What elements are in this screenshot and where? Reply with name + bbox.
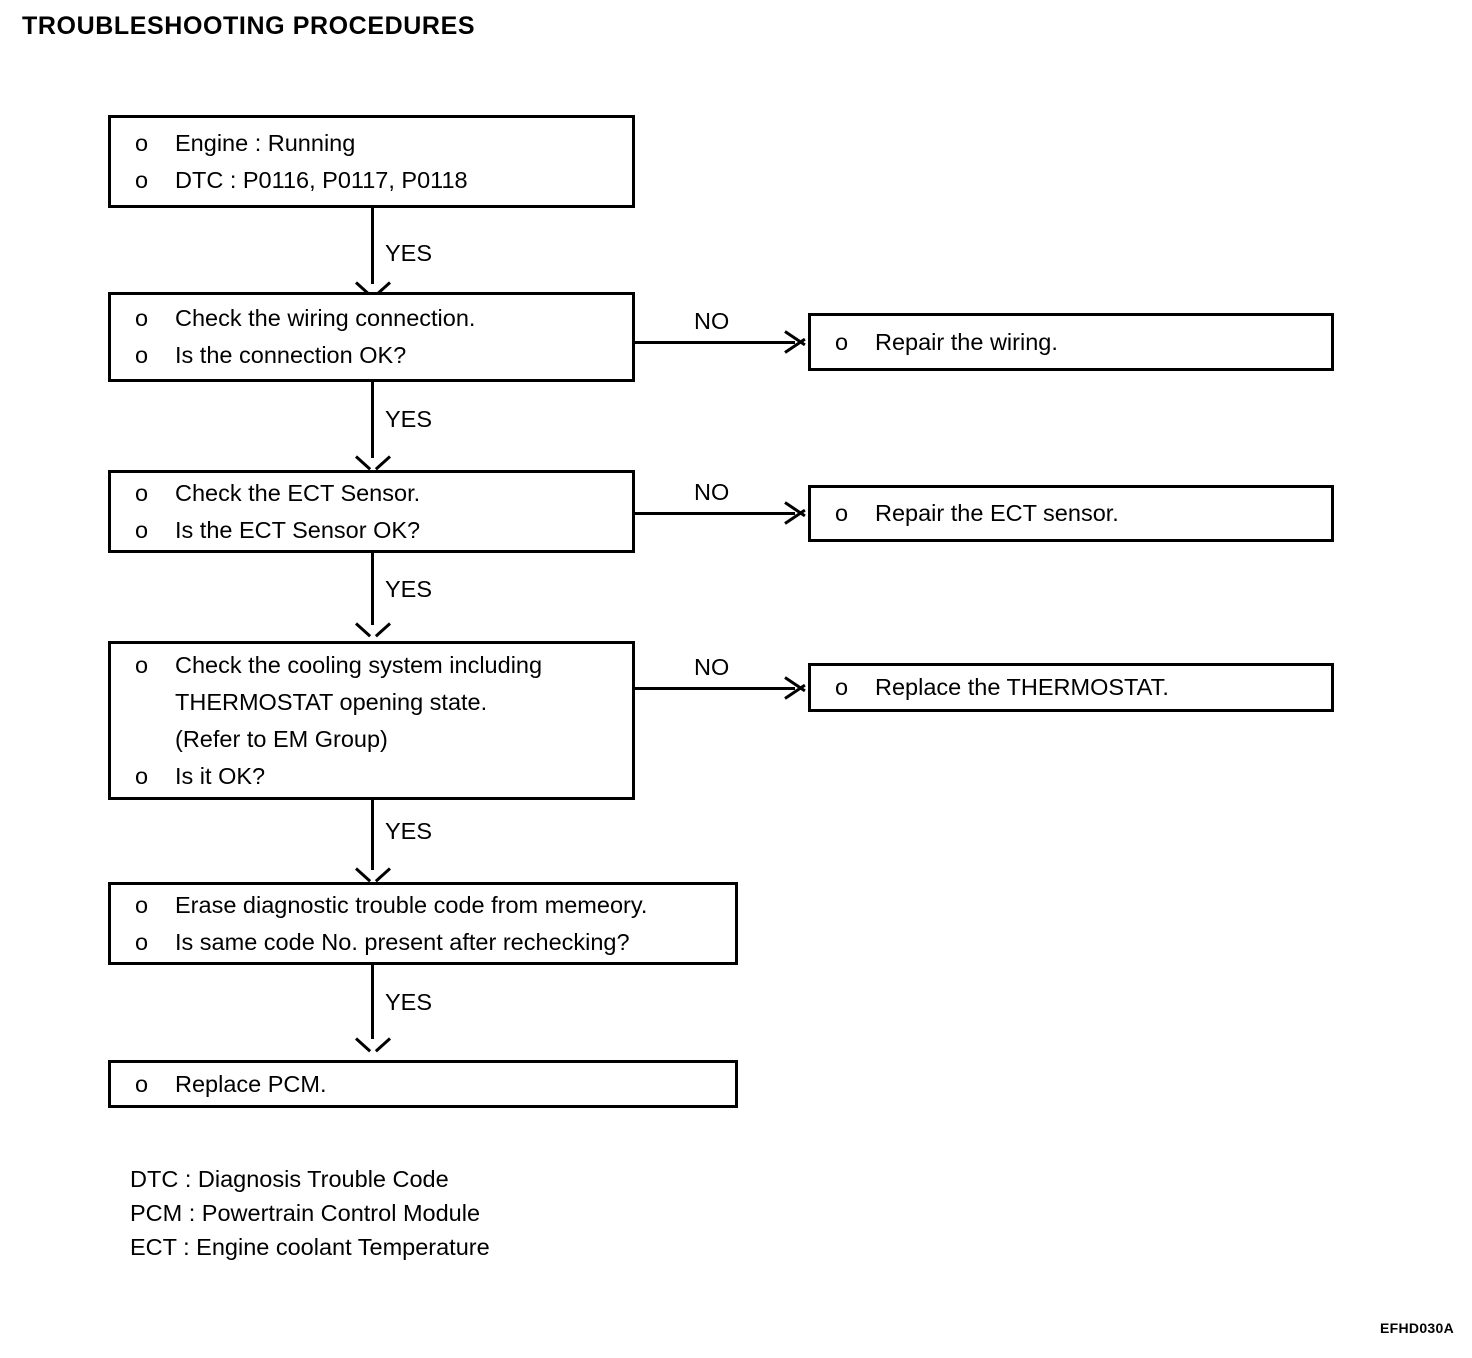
edge-cooling-to-erase-arrow <box>358 858 388 878</box>
edge-ect-to-repair-arrow <box>787 497 809 529</box>
node-line-text: Is the connection OK? <box>175 342 407 368</box>
node-start: o Engine : Running o DTC : P0116, P0117,… <box>108 115 635 208</box>
node-line: o Engine : Running <box>135 125 626 162</box>
node-line: o THERMOSTAT opening state. <box>135 684 626 721</box>
edge-label-yes: YES <box>385 576 433 602</box>
bullet-glyph: o <box>135 651 149 678</box>
edge-start-to-wiring-arrow <box>358 272 388 292</box>
bullet-glyph: o <box>135 762 149 789</box>
edge-wiring-to-repair-line <box>635 341 795 344</box>
node-line-text: Is the ECT Sensor OK? <box>175 516 421 543</box>
figure-code: EFHD030A <box>1380 1320 1454 1336</box>
edge-ect-to-repair-line <box>635 512 795 515</box>
bullet-glyph: o <box>835 500 849 526</box>
node-line-text: Replace PCM. <box>175 1070 327 1097</box>
node-check-ect-sensor: o Check the ECT Sensor. o Is the ECT Sen… <box>108 470 635 553</box>
node-replace-thermostat: o Replace the THERMOSTAT. <box>808 663 1334 712</box>
abbreviation-legend: DTC : Diagnosis Trouble Code PCM : Power… <box>130 1162 490 1264</box>
node-line-text: Engine : Running <box>175 129 356 156</box>
edge-ect-to-cooling-line <box>371 553 374 625</box>
edge-erase-to-pcm-line <box>371 965 374 1039</box>
node-repair-wiring: o Repair the wiring. <box>808 313 1334 371</box>
edge-cooling-to-thermostat-line <box>635 687 795 690</box>
node-line: o Erase diagnostic trouble code from mem… <box>135 887 729 924</box>
node-repair-ect-sensor: o Repair the ECT sensor. <box>808 485 1334 542</box>
node-line: o Replace PCM. <box>135 1066 729 1103</box>
node-line: o Is the ECT Sensor OK? <box>135 512 626 549</box>
node-line: o (Refer to EM Group) <box>135 721 626 758</box>
edge-label-yes: YES <box>385 989 433 1015</box>
edge-label-no: NO <box>694 308 730 334</box>
node-erase-dtc: o Erase diagnostic trouble code from mem… <box>108 882 738 965</box>
bullet-glyph: o <box>135 1070 149 1097</box>
bullet-glyph: o <box>135 479 149 506</box>
edge-wiring-to-ect-line <box>371 382 374 458</box>
bullet-glyph: o <box>835 674 849 700</box>
legend-entry-dtc: DTC : Diagnosis Trouble Code <box>130 1166 449 1192</box>
bullet-glyph: o <box>135 166 149 193</box>
bullet-glyph: o <box>135 305 149 331</box>
node-line-text: (Refer to EM Group) <box>175 725 388 752</box>
legend-entry-ect: ECT : Engine coolant Temperature <box>130 1234 490 1260</box>
node-line-text: DTC : P0116, P0117, P0118 <box>175 166 468 193</box>
node-line-text: Repair the ECT sensor. <box>875 500 1119 526</box>
edge-wiring-to-repair-arrow <box>787 326 809 358</box>
node-check-cooling-system: o Check the cooling system including o T… <box>108 641 635 800</box>
node-line-text: Is it OK? <box>175 762 266 789</box>
page-title: TROUBLESHOOTING PROCEDURES <box>22 12 476 40</box>
edge-ect-to-cooling-arrow <box>358 613 388 633</box>
node-line-text: Replace the THERMOSTAT. <box>875 674 1169 700</box>
edge-erase-to-pcm-arrow <box>358 1028 388 1048</box>
legend-entry-pcm: PCM : Powertrain Control Module <box>130 1200 481 1226</box>
edge-label-yes: YES <box>385 240 433 266</box>
node-line: o Repair the ECT sensor. <box>835 495 1325 532</box>
node-line: o Check the wiring connection. <box>135 300 626 337</box>
edge-start-to-wiring-line <box>371 208 374 284</box>
node-line: o Is it OK? <box>135 758 626 795</box>
node-line-text: Check the ECT Sensor. <box>175 479 421 506</box>
bullet-glyph: o <box>135 928 149 955</box>
bullet-glyph: o <box>135 891 149 918</box>
edge-cooling-to-thermostat-arrow <box>787 672 809 704</box>
edge-wiring-to-ect-arrow <box>358 446 388 466</box>
node-line: o Check the ECT Sensor. <box>135 475 626 512</box>
bullet-glyph: o <box>135 516 149 543</box>
bullet-glyph: o <box>135 342 149 368</box>
node-line-text: Is same code No. present after recheckin… <box>175 928 630 955</box>
bullet-glyph: o <box>835 328 849 355</box>
node-line: o Replace the THERMOSTAT. <box>835 669 1325 706</box>
node-line: o Check the cooling system including <box>135 647 626 684</box>
node-line-text: Erase diagnostic trouble code from memeo… <box>175 891 648 918</box>
node-line-text: Check the cooling system including <box>175 651 543 678</box>
edge-label-no: NO <box>694 479 730 505</box>
bullet-glyph: o <box>135 129 149 156</box>
node-replace-pcm: o Replace PCM. <box>108 1060 738 1108</box>
node-line-text: Check the wiring connection. <box>175 305 476 331</box>
edge-label-yes: YES <box>385 406 433 432</box>
node-line: o Repair the wiring. <box>835 324 1325 361</box>
edge-label-no: NO <box>694 654 730 680</box>
node-line-text: THERMOSTAT opening state. <box>175 688 488 715</box>
node-line-text: Repair the wiring. <box>875 328 1058 355</box>
edge-label-yes: YES <box>385 818 433 844</box>
node-line: o DTC : P0116, P0117, P0118 <box>135 162 626 199</box>
edge-cooling-to-erase-line <box>371 800 374 870</box>
node-line: o Is the connection OK? <box>135 337 626 374</box>
node-line: o Is same code No. present after recheck… <box>135 924 729 961</box>
node-check-wiring: o Check the wiring connection. o Is the … <box>108 292 635 382</box>
